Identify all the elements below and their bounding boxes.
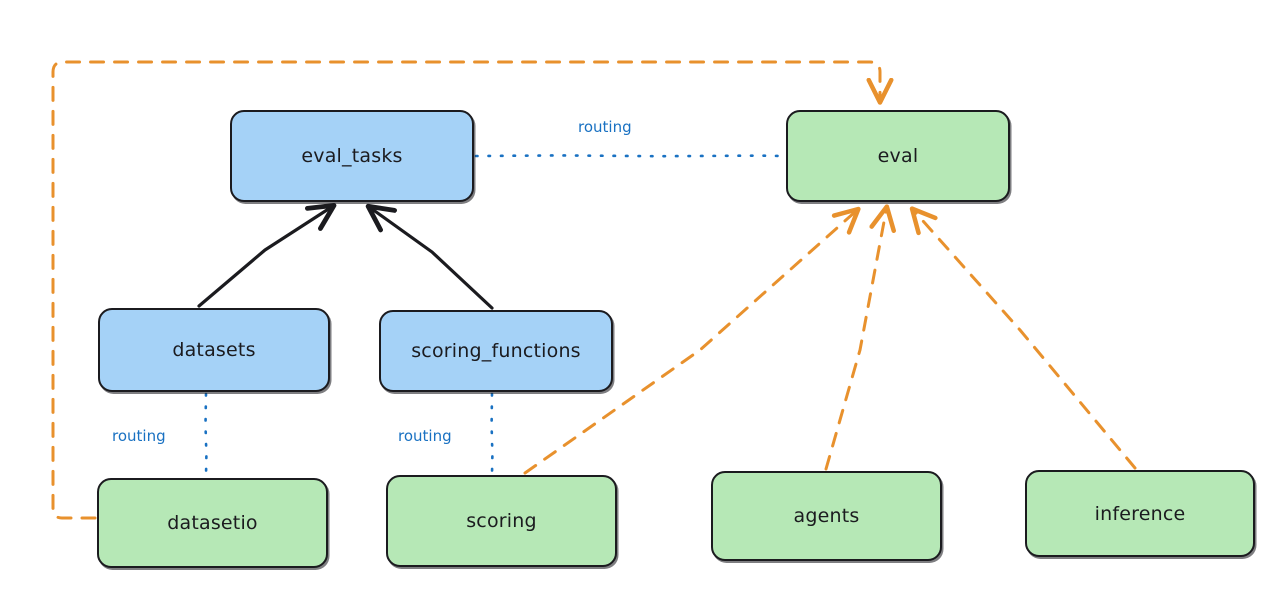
- node-label-agents: agents: [793, 505, 860, 527]
- edge-datasets-to-eval_tasks: [197, 202, 337, 308]
- node-inference[interactable]: inference: [1025, 470, 1255, 557]
- edge-agents-to-eval: [824, 204, 896, 471]
- node-label-scoring-functions: scoring_functions: [411, 340, 581, 362]
- edge-label-routing-scoring: routing: [398, 427, 452, 445]
- node-label-inference: inference: [1094, 502, 1186, 525]
- node-scoring[interactable]: scoring: [386, 475, 617, 567]
- node-label-datasetio: datasetio: [167, 512, 258, 534]
- node-label-datasets: datasets: [172, 339, 256, 361]
- node-scoring-functions[interactable]: scoring_functions: [379, 310, 613, 392]
- node-eval-tasks[interactable]: eval_tasks: [230, 110, 474, 202]
- edge-eval_tasks-to-eval: [474, 154, 786, 158]
- node-eval[interactable]: eval: [786, 110, 1010, 202]
- node-datasets[interactable]: datasets: [98, 308, 330, 392]
- edge-label-routing-eval: routing: [578, 118, 632, 136]
- edge-inference-to-eval: [909, 206, 1137, 470]
- edge-scoring_functions-to-scoring: [490, 392, 494, 476]
- node-label-eval: eval: [877, 145, 919, 167]
- node-label-eval-tasks: eval_tasks: [301, 145, 403, 167]
- node-agents[interactable]: agents: [711, 471, 942, 561]
- edge-label-routing-datasetio: routing: [112, 427, 166, 445]
- edge-datasets-to-datasetio: [204, 392, 208, 478]
- edge-scoring_functions-to-eval_tasks: [365, 203, 494, 310]
- node-label-scoring: scoring: [466, 510, 537, 532]
- node-datasetio[interactable]: datasetio: [97, 478, 328, 568]
